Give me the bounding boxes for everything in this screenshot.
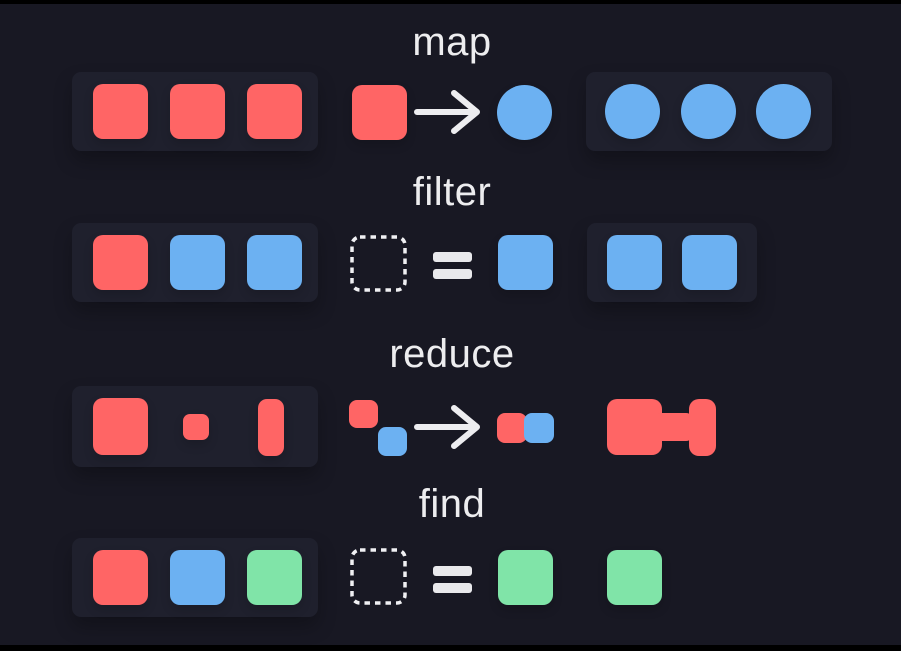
- filter-input-array: [72, 223, 318, 302]
- array-item-square: [93, 84, 148, 139]
- array-item-circle: [605, 84, 660, 139]
- map-result-circle: [497, 85, 552, 140]
- array-item-square: [682, 235, 737, 290]
- array-item-square: [93, 235, 148, 290]
- array-item-square: [247, 235, 302, 290]
- array-item-square: [170, 235, 225, 290]
- array-item-square: [93, 550, 148, 605]
- array-item-square: [170, 84, 225, 139]
- empty-slot-dashed-icon: [350, 548, 407, 605]
- filter-title: filter: [412, 170, 492, 214]
- filter-match-square: [498, 235, 553, 290]
- find-result-square: [607, 550, 662, 605]
- combined-right-square: [524, 413, 554, 443]
- equals-icon: [433, 252, 472, 279]
- array-item-square: [170, 550, 225, 605]
- find-title: find: [418, 482, 486, 526]
- top-edge-bar: [0, 0, 901, 4]
- filter-output-array: [587, 223, 757, 302]
- map-title: map: [412, 20, 492, 64]
- map-input-array: [72, 72, 318, 151]
- merged-piece-bridge: [652, 413, 694, 441]
- array-item-square: [607, 235, 662, 290]
- reduce-merged-result: [607, 399, 716, 456]
- accumulator-square: [349, 400, 378, 428]
- equals-icon: [433, 566, 472, 593]
- map-output-array: [586, 72, 832, 151]
- find-input-array: [72, 538, 318, 617]
- array-item-rect-tall: [258, 399, 284, 456]
- arrow-right-icon: [414, 90, 480, 134]
- array-item-circle: [756, 84, 811, 139]
- map-source-square: [352, 85, 407, 140]
- find-match-square: [498, 550, 553, 605]
- array-item-square: [247, 84, 302, 139]
- bottom-edge-bar: [0, 645, 901, 651]
- reduce-input-array: [72, 386, 318, 467]
- merged-piece-tall: [689, 399, 716, 456]
- reduce-title: reduce: [389, 332, 515, 376]
- empty-slot-dashed-icon: [350, 235, 407, 292]
- array-item-square: [247, 550, 302, 605]
- array-item-square-small: [183, 414, 209, 440]
- next-item-square: [378, 427, 407, 456]
- array-item-square-large: [93, 398, 148, 455]
- array-item-circle: [681, 84, 736, 139]
- arrow-right-icon: [414, 405, 480, 449]
- combined-left-square: [497, 413, 527, 443]
